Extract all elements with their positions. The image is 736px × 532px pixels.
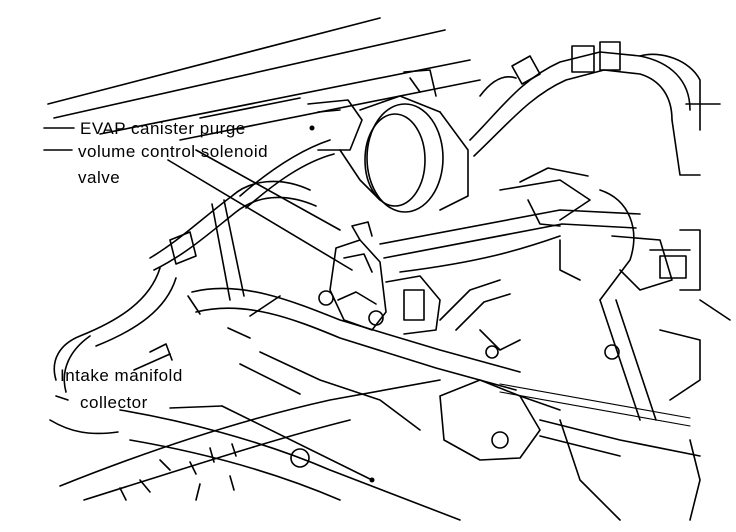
intake-label-line-2: collector — [80, 393, 148, 412]
evap-purge-valve-body — [307, 69, 469, 213]
hood-contour-lines — [47, 17, 481, 141]
hose-bundle-right — [379, 167, 731, 321]
solenoid-valve — [318, 221, 441, 335]
leader-lines — [43, 125, 375, 483]
upper-hoses — [469, 41, 721, 176]
intake-manifold — [59, 343, 461, 521]
wiring-harness — [53, 139, 335, 381]
evap-label-line-1: EVAP canister purge — [80, 119, 246, 138]
main-pipe — [187, 279, 521, 391]
intake-label-line-1: Intake manifold — [60, 366, 183, 385]
lower-right-components — [439, 299, 701, 521]
evap-label-line-2: volume control solenoid — [78, 142, 269, 161]
evap-label-line-3: valve — [78, 168, 121, 187]
